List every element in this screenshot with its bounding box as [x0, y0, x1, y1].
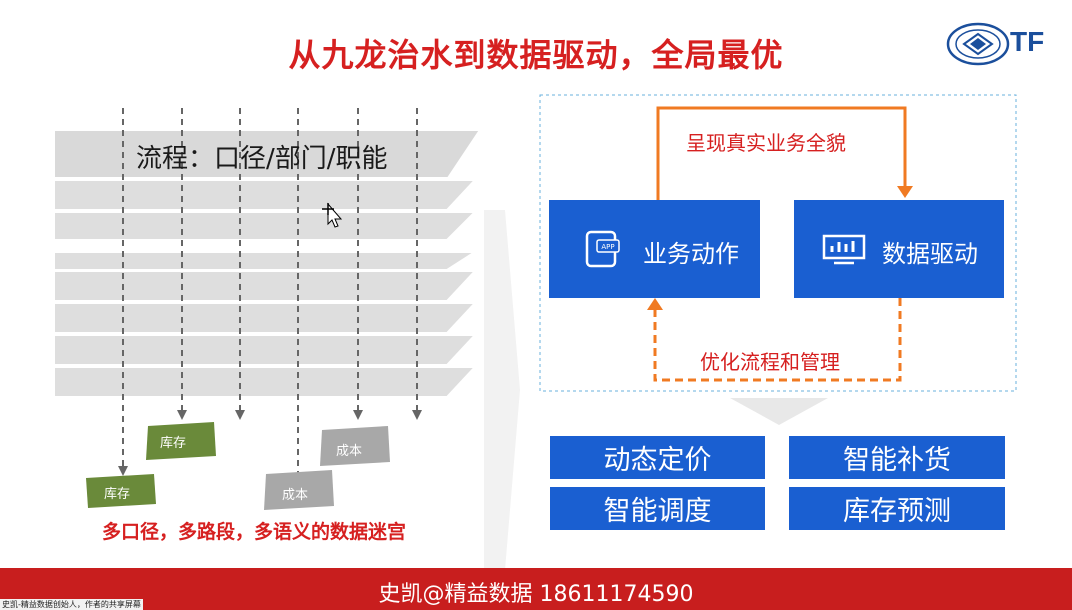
down-chevron — [730, 398, 828, 425]
data-maze-caption: 多口径，多路段，多语义的数据迷宫 — [102, 521, 407, 543]
layer-8 — [53, 366, 478, 398]
top-arrow-label: 呈现真实业务全貌 — [686, 131, 846, 155]
slide-title: 从九龙治水到数据驱动，全局最优 — [288, 36, 784, 74]
mouse-cursor-icon — [322, 202, 343, 228]
result-dynamic-pricing: 动态定价 — [550, 436, 765, 479]
layer-1-top — [53, 129, 482, 179]
tag-cost-1: 成本 — [336, 444, 363, 459]
dashed-arrows — [122, 108, 418, 478]
chevron-arrow — [484, 210, 520, 570]
tag-shapes — [86, 422, 390, 510]
layer-stack — [53, 129, 482, 398]
footer-bar — [0, 568, 1072, 610]
layer-4 — [53, 251, 479, 271]
tag-inventory-1: 库存 — [160, 436, 187, 451]
bottom-arrow-line — [653, 298, 902, 382]
tag-inventory-2: 库存 — [104, 487, 131, 502]
ccf-logo-icon — [946, 22, 1010, 66]
result-smart-replenishment: 智能补货 — [789, 436, 1005, 479]
logo-tf-text: TF — [1010, 26, 1045, 57]
dashboard-monitor-icon — [822, 234, 866, 265]
tag-cost-2: 成本 — [282, 488, 309, 503]
layer-7 — [53, 334, 478, 366]
layer-2 — [53, 179, 478, 211]
bottom-arrow-head — [647, 298, 663, 310]
layer-6 — [53, 302, 478, 334]
bottom-arrow-label: 优化流程和管理 — [700, 350, 840, 374]
business-action-box: APP 业务动作 — [549, 200, 760, 298]
layer-5 — [53, 270, 478, 302]
footer-contact: 史凯@精益数据 18611174590 — [378, 582, 694, 607]
right-frame — [539, 94, 1017, 392]
layer-label: 流程：口径/部门/职能 — [136, 144, 388, 174]
svg-text:APP: APP — [601, 243, 614, 251]
top-arrow-head — [897, 186, 913, 198]
tablet-app-icon: APP — [585, 230, 620, 268]
layer-3 — [53, 211, 478, 241]
screen-share-caption: 史凯-精益数据创始人，作者的共享屏幕 — [0, 599, 143, 610]
business-action-label: 业务动作 — [643, 240, 739, 268]
top-arrow-line — [656, 106, 907, 200]
result-smart-scheduling: 智能调度 — [550, 487, 765, 530]
result-inventory-forecast: 库存预测 — [789, 487, 1005, 530]
data-driven-box: 数据驱动 — [794, 200, 1004, 298]
data-driven-label: 数据驱动 — [882, 240, 978, 268]
